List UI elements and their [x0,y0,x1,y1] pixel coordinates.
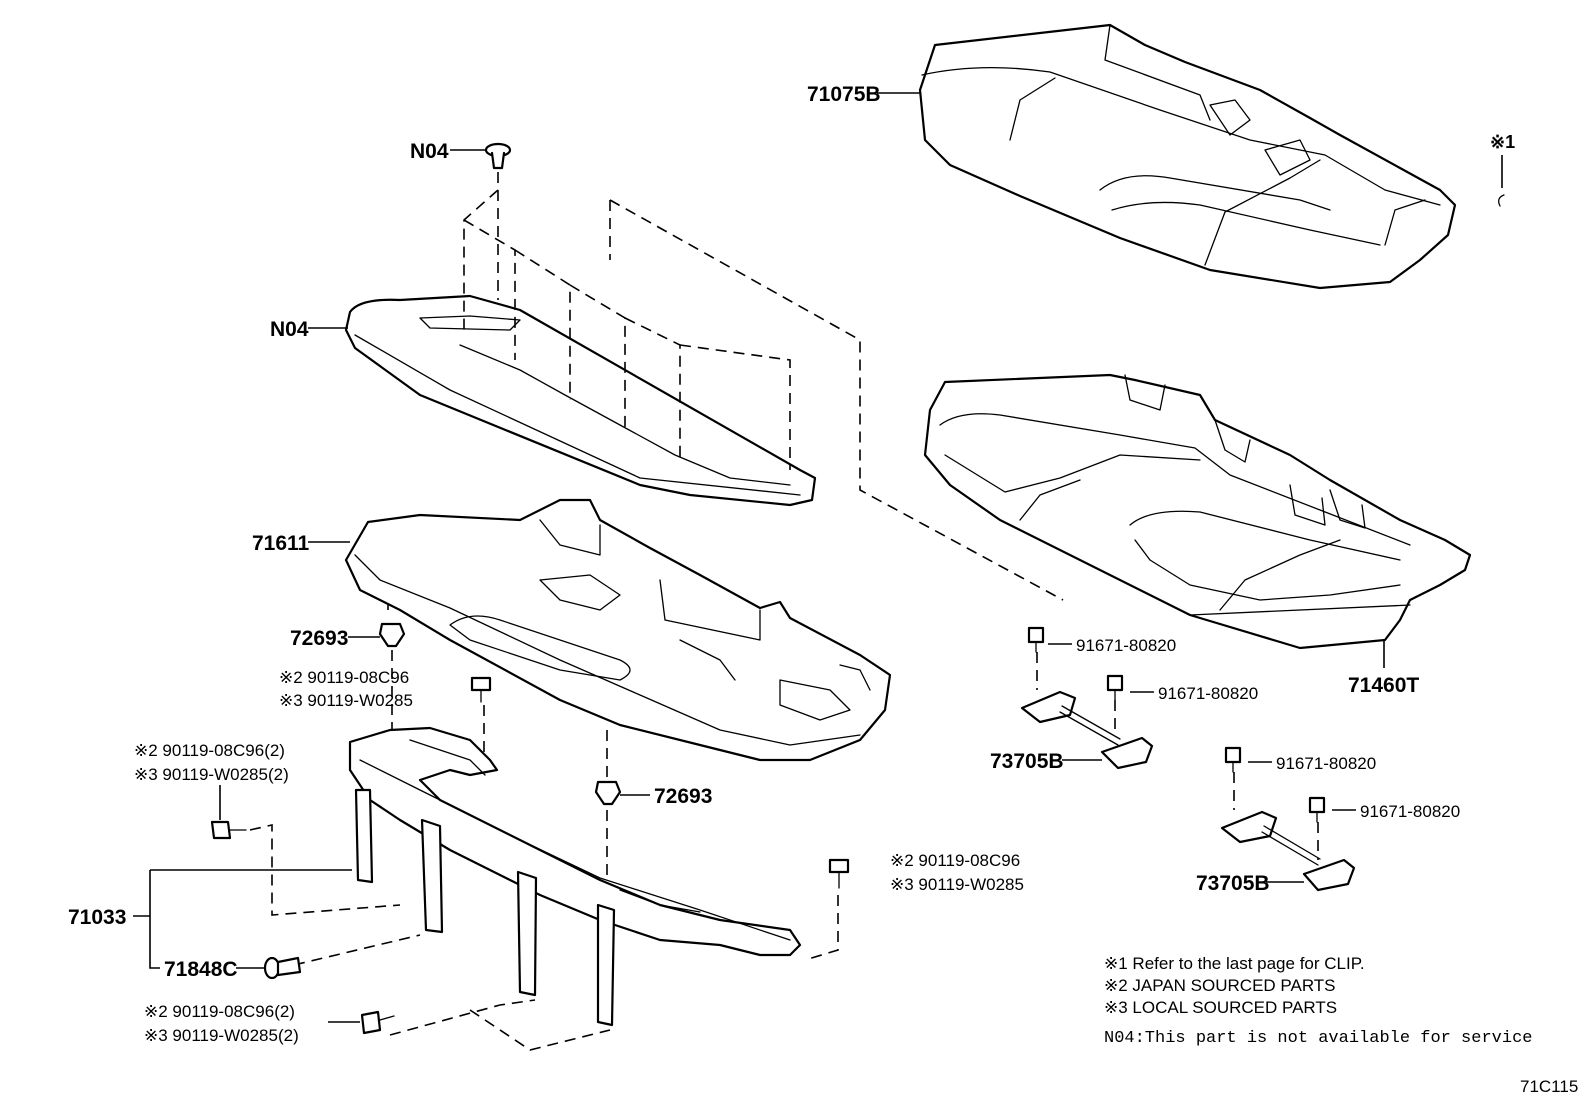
clip-72693-b[interactable] [594,780,622,806]
bolt-b-local-label: ※3 90119-W0285(2) [134,765,289,784]
bolt-d-japan-label: ※2 90119-08C96 [890,851,1020,870]
hook-73705b-a[interactable] [1020,690,1154,770]
bolt-c-local-label: ※3 90119-W0285(2) [144,1026,299,1045]
note-3: ※3 LOCAL SOURCED PARTS [1104,998,1337,1017]
screw-3-label: 91671-80820 [1276,754,1376,773]
hook-73705b-b[interactable] [1220,810,1356,892]
bolt-b[interactable] [210,820,247,840]
seat-cushion-pad[interactable] [923,373,1472,650]
n04-pad-label: N04 [270,318,309,341]
pad-71611[interactable] [344,498,892,762]
bolt-a-japan-label: ※2 90119-08C96 [279,668,409,687]
n04-pad[interactable] [344,294,817,507]
bolt-a[interactable] [470,676,492,703]
frame-bracket-leader [133,869,352,969]
bolt-d[interactable] [828,858,850,889]
pin-71848c[interactable] [263,956,302,980]
pin-label: 71848C [164,958,238,981]
note-1: ※1 Refer to the last page for CLIP. [1104,954,1365,973]
screw-4-label: 91671-80820 [1360,802,1460,821]
n04-clip[interactable] [484,142,512,170]
clip-mark-label: ※1 [1490,132,1515,152]
screw-3[interactable] [1224,746,1242,773]
clip-icon [1498,194,1505,207]
diagram-code: 71C115 [1520,1077,1578,1096]
clip-72693-b-label: 72693 [654,785,712,808]
assembly-dashed-lines [249,172,1319,1051]
bolt-c-japan-label: ※2 90119-08C96(2) [144,1002,295,1021]
bolt-a-local-label: ※3 90119-W0285 [279,691,413,710]
note-2: ※2 JAPAN SOURCED PARTS [1104,976,1336,995]
frame-71033[interactable] [348,726,802,1027]
screw-4[interactable] [1308,796,1326,823]
frame-label: 71033 [68,906,126,929]
clip-72693-a[interactable] [378,622,406,648]
screw-2-label: 91671-80820 [1158,684,1258,703]
screw-2[interactable] [1106,674,1124,701]
screw-1[interactable] [1027,626,1045,653]
cover-label: 71075B [807,83,881,106]
clip-72693-a-label: 72693 [290,627,348,650]
bolt-b-japan-label: ※2 90119-08C96(2) [134,741,285,760]
screw-1-label: 91671-80820 [1076,636,1176,655]
bolt-d-local-label: ※3 90119-W0285 [890,875,1024,894]
seat-cushion-cover[interactable] [918,23,1457,290]
cushion-label: 71460T [1348,674,1419,697]
bolt-c[interactable] [360,1010,395,1035]
n04-clip-label: N04 [410,140,449,163]
hook-b-label: 73705B [1196,872,1270,895]
pad-71611-label: 71611 [252,532,310,555]
service-note: N04:This part is not available for servi… [1104,1029,1532,1048]
hook-a-label: 73705B [990,750,1064,773]
